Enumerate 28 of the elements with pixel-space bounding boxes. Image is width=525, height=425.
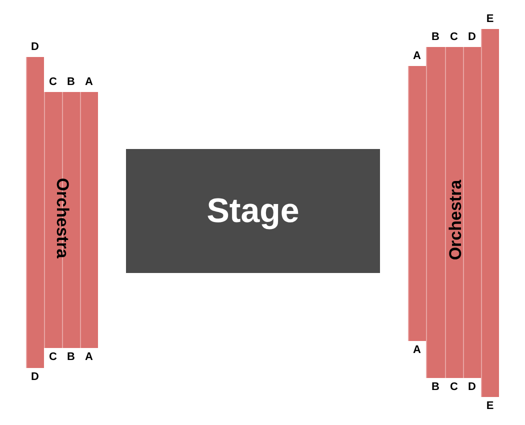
row-label: B [430,31,440,43]
seat-row-bar [426,47,445,378]
row-label: E [485,400,495,412]
row-label: C [449,31,459,43]
section-label: Orchestra [53,178,72,258]
row-label: B [66,76,76,88]
row-label: B [66,351,76,363]
row-label: E [485,13,495,25]
seat-row-bar [80,92,98,348]
row-label: C [48,76,58,88]
seat-row-bar [408,66,426,341]
row-label: A [84,76,94,88]
row-label: D [467,31,477,43]
section-label: Orchestra [447,180,466,260]
seat-row-bar [26,57,44,368]
row-label: C [48,351,58,363]
row-label: A [84,351,94,363]
row-label: D [30,371,40,383]
stage-box: Stage [126,149,380,273]
row-label: A [412,344,422,356]
seat-row-bar [463,47,481,378]
row-label: C [449,381,459,393]
row-label: D [467,381,477,393]
seat-row-bar [445,47,463,378]
row-label: B [430,381,440,393]
seat-row-bar [481,29,499,397]
row-label: A [412,50,422,62]
row-label: D [30,41,40,53]
